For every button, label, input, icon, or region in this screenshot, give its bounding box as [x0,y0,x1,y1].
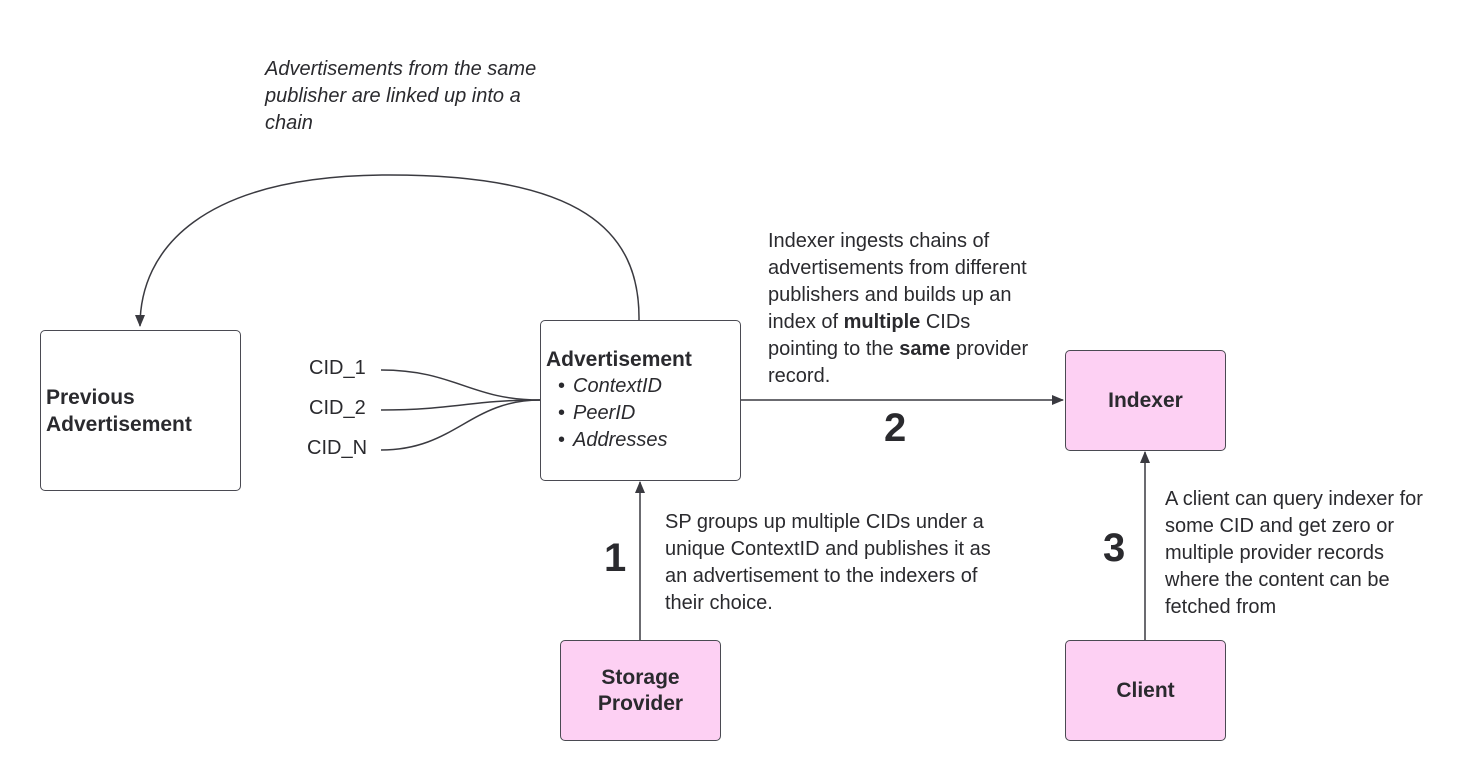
client-node[interactable]: Client [1065,640,1226,741]
client-label: Client [1116,678,1175,702]
cid-label: CID_2 [309,397,366,419]
storage-provider-label: Storage Provider [597,665,684,715]
step-2-number: 2 [884,406,907,450]
step-3-description: A client can query indexer for some CID … [1165,488,1423,618]
field-peer-id: PeerID [546,400,736,427]
previous-advertisement-label: Previous Advertisement [46,385,192,436]
field-context-id: ContextID [546,373,736,400]
cid-label: CID_1 [309,357,366,379]
cid-1-connector [380,369,541,401]
advertisement-node[interactable]: Advertisement ContextID PeerID Addresses [540,320,741,481]
chain-note: Advertisements from the same publisher a… [265,58,537,134]
step-1-number: 1 [604,536,627,580]
step-1-description: SP groups up multiple CIDs under a uniqu… [665,511,991,614]
advertisement-title: Advertisement [546,348,692,371]
chain-arrow [135,174,640,327]
step-2-description: Indexer ingests chains of advertisements… [768,230,1029,387]
field-addresses: Addresses [546,427,736,454]
indexer-label: Indexer [1108,388,1183,412]
cid-n-connector [380,399,541,451]
cid-2-connector [380,399,541,411]
indexer-node[interactable]: Indexer [1065,350,1226,451]
step-3-number: 3 [1103,526,1126,570]
cid-label: CID_N [307,437,368,459]
advertisement-fields: ContextID PeerID Addresses [546,373,736,454]
storage-provider-node[interactable]: Storage Provider [560,640,721,741]
previous-advertisement-node[interactable]: Previous Advertisement [40,330,241,491]
